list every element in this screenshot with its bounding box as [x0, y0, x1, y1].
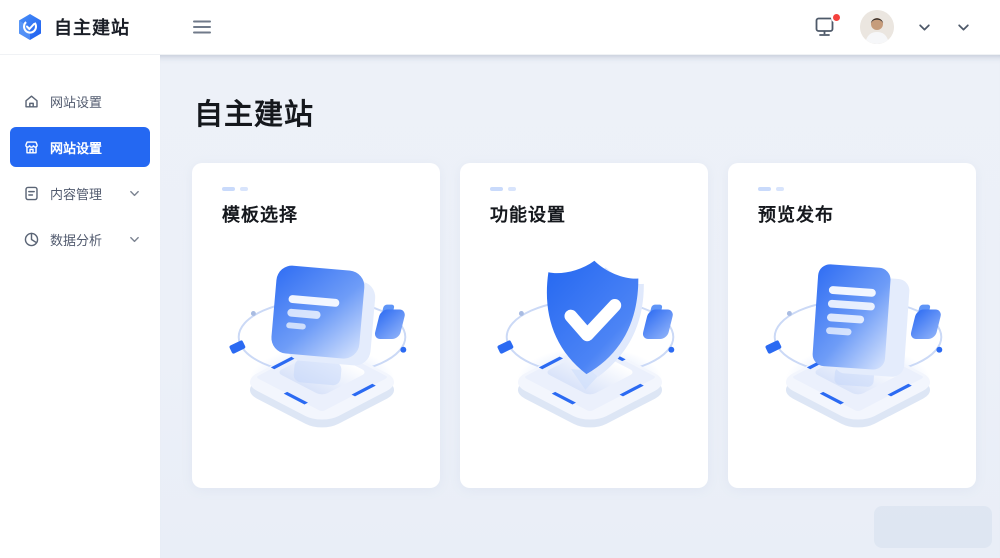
- user-avatar[interactable]: [860, 10, 894, 44]
- preview-publish-illustration: [765, 264, 943, 428]
- top-header: 自主建站: [0, 0, 1000, 55]
- card-title: 模板选择: [222, 205, 298, 225]
- sidebar-item-site-settings-1[interactable]: 网站设置: [10, 81, 150, 121]
- sidebar-item-label: 内容管理: [50, 186, 103, 202]
- card-decor-dashes: [758, 187, 976, 192]
- document-icon: [812, 264, 910, 387]
- card-template-select[interactable]: 模板选择: [192, 163, 440, 488]
- card-title: 预览发布: [758, 205, 834, 225]
- header-actions: [815, 10, 974, 44]
- header-chevron-down-icon[interactable]: [953, 17, 974, 38]
- card-feature-settings[interactable]: 功能设置: [460, 163, 708, 488]
- card-decor-dashes: [490, 187, 708, 192]
- monitor-icon: [815, 17, 834, 36]
- notification-badge: [831, 12, 842, 23]
- chevron-down-icon: [129, 234, 140, 245]
- folder-icon: [642, 304, 673, 339]
- app-title: 自主建站: [54, 18, 130, 38]
- sidebar-item-label: 网站设置: [50, 94, 103, 110]
- home-icon: [23, 93, 40, 110]
- folder-icon: [910, 304, 941, 339]
- sidebar: 网站设置 网站设置 内容管理: [0, 55, 160, 558]
- app-brand: 自主建站: [16, 13, 164, 41]
- notification-button[interactable]: [815, 12, 842, 37]
- feature-cards: 模板选择: [192, 163, 980, 488]
- card-decor-dashes: [222, 187, 440, 192]
- card-title: 功能设置: [490, 205, 566, 225]
- sidebar-item-site-settings-active[interactable]: 网站设置: [10, 127, 150, 167]
- template-select-illustration: [229, 265, 407, 428]
- page-title: 自主建站: [194, 99, 315, 131]
- app-logo-icon: [16, 13, 44, 41]
- card-preview-publish[interactable]: 预览发布: [728, 163, 976, 488]
- shield-check-icon: [546, 260, 644, 390]
- watermark-shade: [874, 506, 992, 548]
- site-icon: [23, 139, 40, 156]
- main-content: 自主建站 模板选择: [160, 55, 1000, 558]
- sidebar-item-data-analytics[interactable]: 数据分析: [10, 219, 150, 259]
- avatar-chevron-down-icon[interactable]: [914, 17, 935, 38]
- sidebar-collapse-icon[interactable]: [192, 19, 212, 35]
- content-icon: [23, 185, 40, 202]
- chevron-down-icon: [129, 188, 140, 199]
- sidebar-item-content-management[interactable]: 内容管理: [10, 173, 150, 213]
- analytics-icon: [23, 231, 40, 248]
- folder-icon: [374, 304, 405, 339]
- sidebar-item-label: 网站设置: [50, 140, 103, 156]
- feature-settings-illustration: [497, 260, 675, 428]
- sidebar-item-label: 数据分析: [50, 232, 103, 248]
